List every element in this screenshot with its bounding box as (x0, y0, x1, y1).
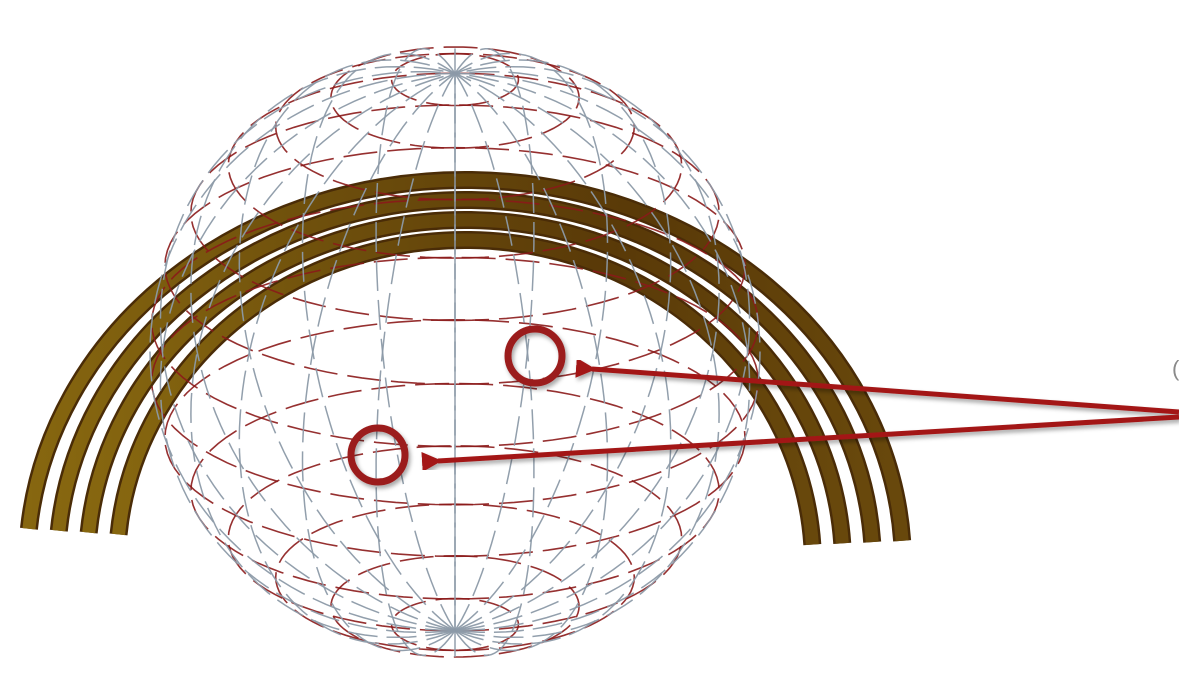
edge-text: ( (1172, 356, 1179, 382)
wireframe-sphere (150, 47, 760, 657)
